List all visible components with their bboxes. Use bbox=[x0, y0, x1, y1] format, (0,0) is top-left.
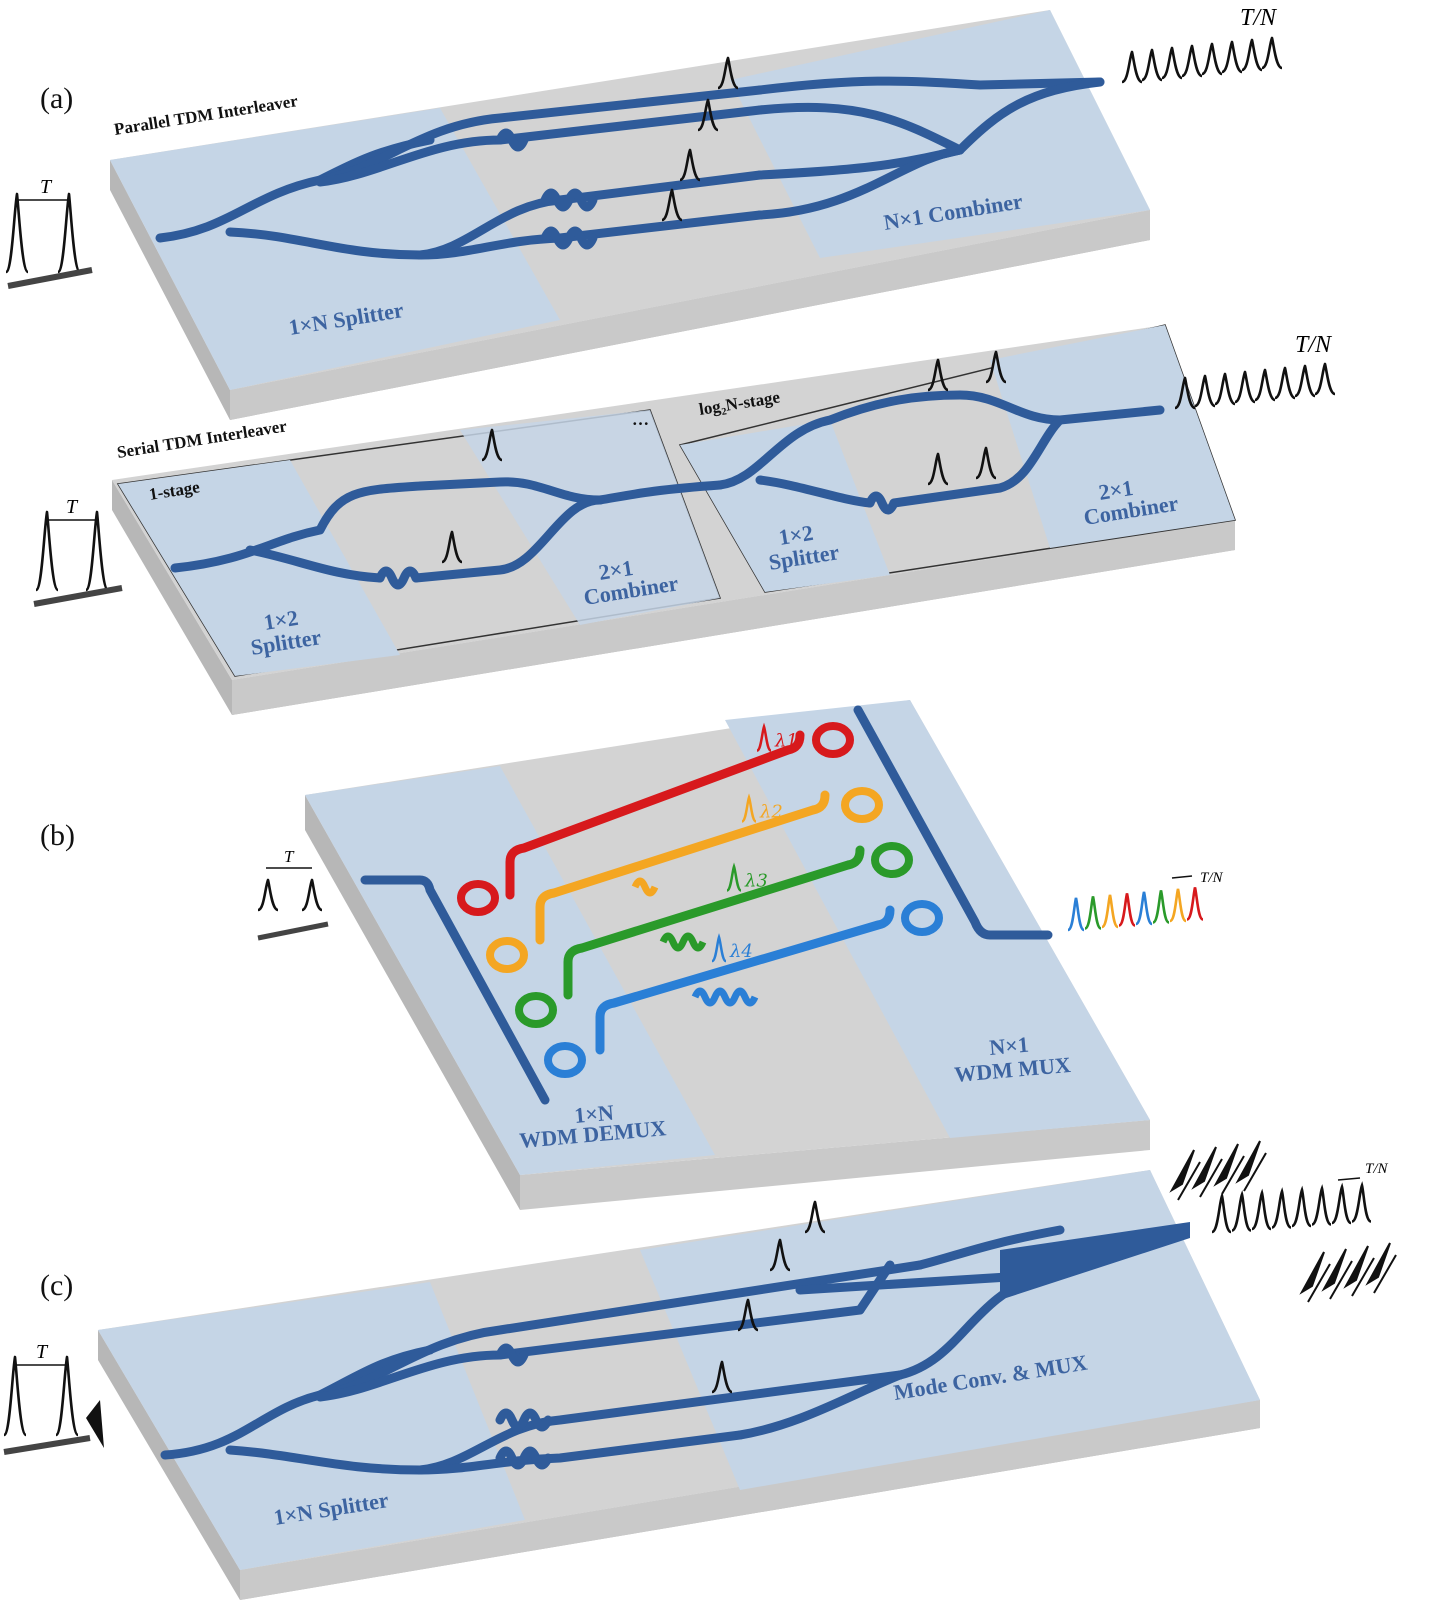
wdm-waveguide bbox=[535, 790, 830, 945]
mode-output-pulse bbox=[1291, 1185, 1312, 1228]
delay-spiral bbox=[691, 987, 759, 1007]
wdm-output-pulse bbox=[1084, 896, 1102, 930]
serial-output-period: T/N bbox=[1295, 332, 1333, 358]
channel-pulse bbox=[726, 862, 742, 892]
serial-interleaver-chip: Serial TDM Interleaver 1-stage … log₂N-s… bbox=[112, 324, 1237, 715]
combiner-region bbox=[730, 10, 1150, 258]
higher-order-mode-pulse bbox=[1299, 1251, 1331, 1303]
serial-input-period: T bbox=[66, 496, 79, 518]
mode-output-pulse bbox=[1331, 1182, 1352, 1225]
parallel-interleaver-chip: Parallel TDM Interleaver 1×N Splitter N×… bbox=[110, 10, 1150, 420]
wdm-channels: λ1 λ2 λ3 λ4 bbox=[457, 722, 943, 1078]
mode-input-pulses: T bbox=[2, 1341, 104, 1455]
wavelength-label-2: λ2 bbox=[759, 801, 783, 822]
mux-ring bbox=[901, 900, 943, 936]
delay-spiral bbox=[659, 932, 707, 952]
higher-order-mode-pulse bbox=[1213, 1143, 1245, 1195]
panel-label-a: (a) bbox=[40, 82, 73, 115]
higher-order-mode-pulse bbox=[1365, 1242, 1397, 1294]
serial-combiner2-line1: 2×1 bbox=[1097, 475, 1135, 505]
mux-ring bbox=[841, 787, 883, 823]
channel-pulse bbox=[711, 933, 727, 963]
wdm-input-period: T bbox=[284, 847, 295, 866]
parallel-output-pulses: T/N bbox=[1120, 5, 1284, 84]
mode-input-period: T bbox=[36, 1341, 49, 1363]
wdm-output-pulse bbox=[1101, 894, 1119, 929]
chip-side-front bbox=[230, 210, 1150, 420]
parallel-input-pulses: T bbox=[4, 176, 93, 289]
demux-ring bbox=[515, 992, 557, 1028]
mux-ring bbox=[871, 842, 913, 878]
higher-order-mode-pulse bbox=[1321, 1248, 1353, 1300]
wdm-channel-1: λ1 bbox=[457, 722, 854, 916]
wdm-waveguide bbox=[505, 730, 805, 900]
wdm-output-pulse bbox=[1118, 893, 1136, 927]
higher-order-mode-pulse bbox=[1235, 1140, 1267, 1192]
higher-order-mode-pulse bbox=[1169, 1149, 1201, 1201]
wdm-output-pulse bbox=[1067, 897, 1085, 932]
wdm-output-period: T/N bbox=[1200, 870, 1224, 886]
parallel-output-period: T/N bbox=[1240, 5, 1278, 31]
higher-order-mode-pulse bbox=[1191, 1146, 1223, 1198]
wavelength-label-3: λ3 bbox=[744, 870, 768, 891]
mode-output-pulse bbox=[1311, 1184, 1332, 1226]
parallel-title: Parallel TDM Interleaver bbox=[113, 91, 300, 139]
wdm-waveguide bbox=[563, 845, 865, 1000]
parallel-input-period: T bbox=[40, 176, 53, 198]
mode-output-period: T/N bbox=[1365, 1161, 1389, 1177]
wdm-channel-3: λ3 bbox=[515, 842, 913, 1028]
mode-output-pulse bbox=[1351, 1181, 1372, 1223]
channel-pulse bbox=[756, 722, 772, 752]
wdm-bus-waveguides bbox=[360, 705, 1053, 1105]
serial-input-pulses: T bbox=[33, 496, 123, 607]
serial-output-pulses: T/N bbox=[1173, 332, 1337, 410]
wdm-output-pulse bbox=[1169, 888, 1187, 923]
wdm-output-pulse bbox=[1186, 887, 1204, 921]
wdm-output-pulses: T/N bbox=[1067, 870, 1224, 932]
mode-output-pulse bbox=[1271, 1187, 1292, 1229]
wavelength-label-4: λ4 bbox=[729, 941, 753, 962]
mode-output-pulse bbox=[1231, 1190, 1252, 1232]
mode-output-pulses: T/N bbox=[1169, 1140, 1397, 1303]
serial-ellipsis: … bbox=[632, 410, 649, 429]
panel-label-b: (b) bbox=[40, 819, 75, 852]
wdm-mux-line1: N×1 bbox=[988, 1032, 1029, 1060]
serial-splitter1-line1: 1×2 bbox=[262, 605, 300, 635]
mux-ring bbox=[812, 722, 854, 758]
wdm-demux-line1: 1×N bbox=[573, 1100, 615, 1128]
mode-waveguides bbox=[160, 1222, 1190, 1475]
wdm-channel-2: λ2 bbox=[486, 787, 883, 973]
demux-ring bbox=[457, 880, 499, 916]
wdm-channel-4: λ4 bbox=[544, 900, 943, 1078]
wavelength-label-1: λ1 bbox=[774, 731, 798, 752]
mode-chip: 1×N Splitter Mode Conv. & MUX bbox=[98, 1170, 1260, 1600]
mode-output-pulse bbox=[1211, 1191, 1232, 1234]
serial-waveguides bbox=[170, 390, 1165, 590]
mode-output-pulse bbox=[1251, 1188, 1272, 1231]
wdm-output-pulse bbox=[1152, 890, 1170, 924]
wdm-output-pulse bbox=[1135, 891, 1153, 926]
demux-ring bbox=[544, 1042, 586, 1078]
serial-splitter2-line1: 1×2 bbox=[777, 520, 815, 550]
wdm-waveguide bbox=[595, 905, 895, 1055]
serial-title: Serial TDM Interleaver bbox=[116, 416, 289, 462]
panel-label-c: (c) bbox=[40, 1269, 73, 1302]
demux-ring bbox=[486, 937, 528, 973]
wdm-input-pulses: T bbox=[256, 847, 329, 941]
parallel-waveguides bbox=[155, 76, 1105, 260]
channel-pulse bbox=[741, 793, 757, 823]
serial-combiner1-line1: 2×1 bbox=[597, 555, 635, 585]
higher-order-mode-pulse bbox=[1343, 1245, 1375, 1297]
delay-spiral bbox=[631, 877, 659, 897]
